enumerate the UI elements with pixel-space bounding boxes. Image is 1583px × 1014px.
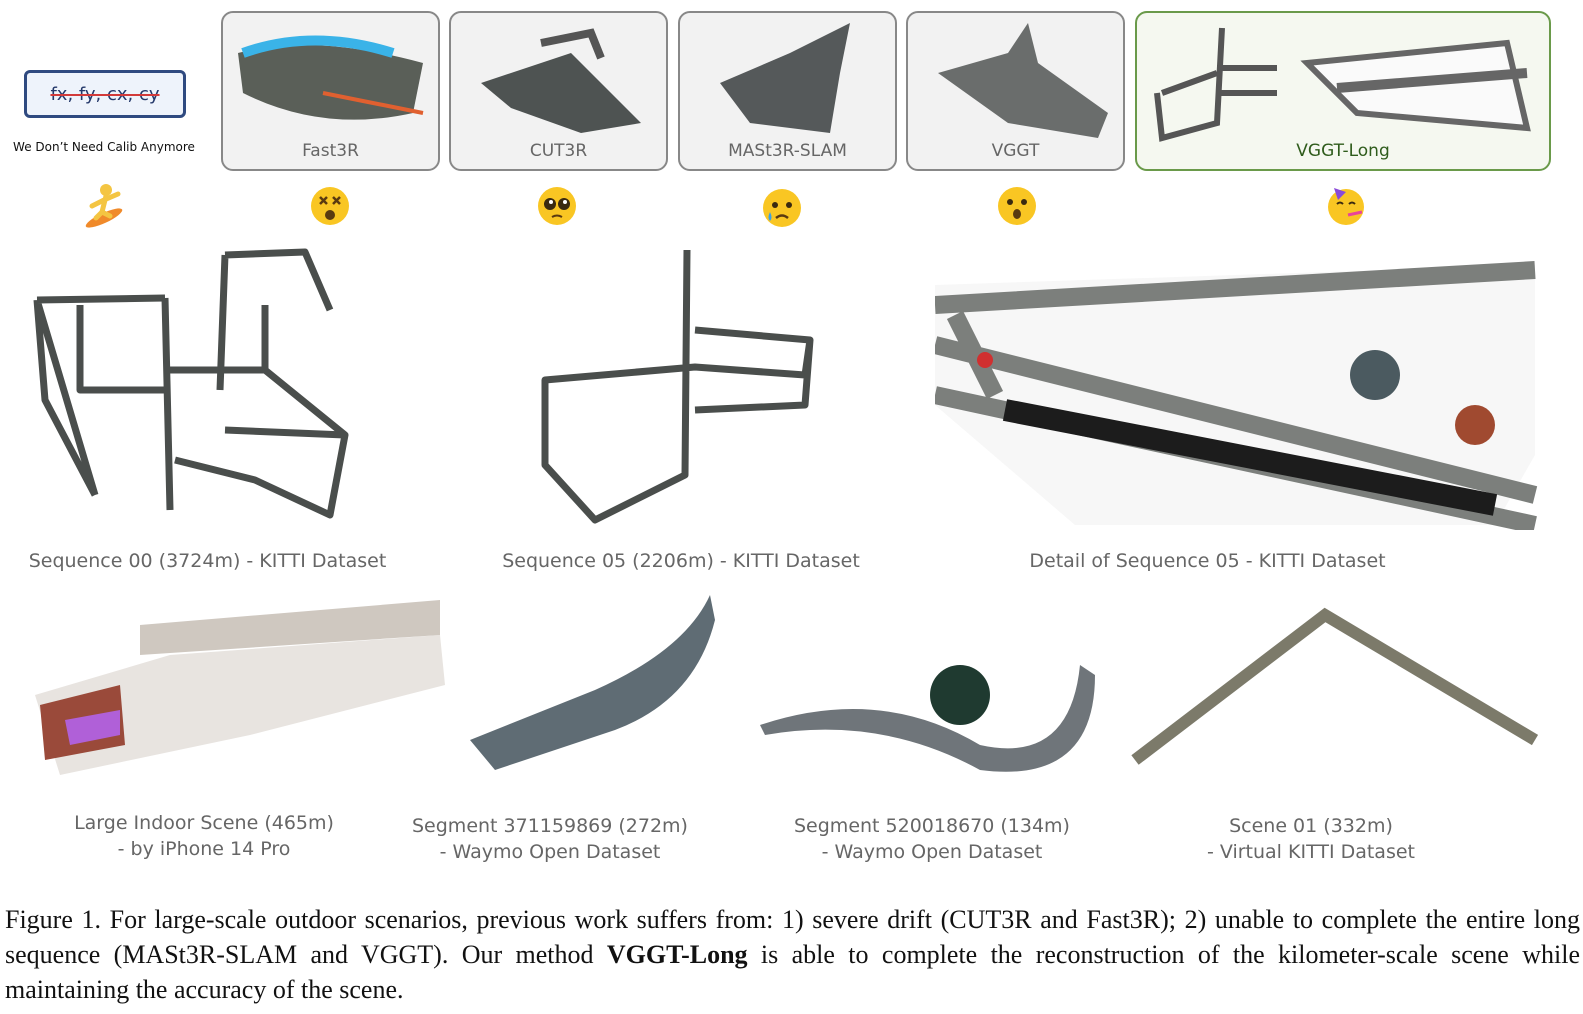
method-label: CUT3R bbox=[529, 141, 588, 161]
row3-caption: Segment 520018670 (134m) - Waymo Open Dat… bbox=[782, 813, 1082, 865]
panel-fast3r: Fast3R bbox=[221, 11, 440, 171]
surfer-icon bbox=[85, 184, 123, 228]
row3-caption: Segment 371159869 (272m) - Waymo Open Dat… bbox=[400, 813, 700, 865]
waymo-371159869-reconstruction bbox=[470, 595, 715, 770]
caption-line: Segment 371159869 (272m) bbox=[412, 815, 688, 837]
method-label: VGGT bbox=[991, 141, 1040, 161]
caption-line: Segment 520018670 (134m) bbox=[794, 815, 1070, 837]
panel-vggt-long: VGGT-Long bbox=[1135, 11, 1551, 171]
caption-line: Scene 01 (332m) bbox=[1229, 815, 1393, 837]
mast3r-slam-reconstruction bbox=[720, 23, 850, 133]
calib-box: fx, fy, cx, cy bbox=[24, 70, 186, 118]
row3-caption: Scene 01 (332m) - Virtual KITTI Dataset bbox=[1161, 813, 1461, 865]
figure-caption: Figure 1. For large-scale outdoor scenar… bbox=[5, 902, 1580, 1007]
virtual-kitti-reconstruction bbox=[1131, 607, 1539, 765]
method-name: VGGT-Long bbox=[606, 940, 748, 969]
caption-line: - Waymo Open Dataset bbox=[821, 841, 1043, 863]
sequence-00-map bbox=[33, 248, 349, 519]
cut3r-reconstruction bbox=[481, 28, 641, 133]
caption-line: Large Indoor Scene (465m) bbox=[74, 812, 334, 834]
caption-text: is able to complete the reconstruction o… bbox=[5, 940, 1580, 1004]
row2-caption: Detail of Sequence 05 - KITTI Dataset bbox=[1029, 550, 1386, 572]
hushed-face-icon bbox=[998, 187, 1036, 225]
vggt-long-reconstruction bbox=[1154, 27, 1531, 142]
pleading-face-icon bbox=[538, 187, 576, 225]
caption-line: - Waymo Open Dataset bbox=[439, 841, 661, 863]
panel-cut3r: CUT3R bbox=[449, 11, 668, 171]
sequence-05-detail bbox=[935, 261, 1538, 530]
panel-mast3r-slam: MASt3R-SLAM bbox=[678, 11, 897, 171]
caption-line: - by iPhone 14 Pro bbox=[117, 838, 291, 860]
intrinsics-text: fx, fy, cx, cy bbox=[50, 83, 160, 105]
panel-vggt: VGGT bbox=[906, 11, 1125, 171]
crying-face-icon bbox=[763, 189, 801, 227]
partying-face-icon bbox=[1328, 188, 1364, 225]
fast3r-reconstruction bbox=[238, 35, 424, 120]
dizzy-face-icon bbox=[311, 187, 349, 225]
caption-text: Figure 1. For large-scale outdoor scenar… bbox=[5, 905, 1580, 969]
waymo-520018670-reconstruction bbox=[760, 665, 1095, 772]
calib-tagline: We Don’t Need Calib Anymore bbox=[13, 140, 195, 154]
row2-caption: Sequence 05 (2206m) - KITTI Dataset bbox=[502, 550, 860, 572]
method-label: Fast3R bbox=[302, 141, 359, 161]
caption-line: - Virtual KITTI Dataset bbox=[1206, 841, 1415, 863]
method-label: MASt3R-SLAM bbox=[728, 141, 847, 161]
row2-caption: Sequence 00 (3724m) - KITTI Dataset bbox=[28, 550, 387, 572]
method-label: VGGT-Long bbox=[1296, 141, 1390, 161]
sequence-05-map bbox=[541, 249, 814, 524]
vggt-reconstruction bbox=[938, 23, 1108, 138]
indoor-scene-reconstruction bbox=[35, 600, 445, 775]
row3-caption: Large Indoor Scene (465m) - by iPhone 14 … bbox=[54, 810, 354, 862]
